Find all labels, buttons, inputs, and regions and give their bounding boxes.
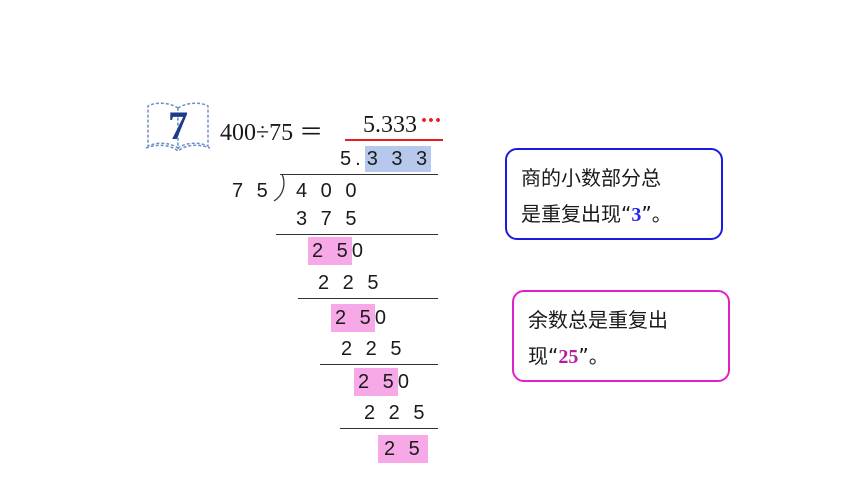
answer-underline (345, 139, 443, 141)
remainder-row-4: 2 5 (378, 435, 428, 463)
bring-down-digit-3: 0 (397, 371, 413, 393)
quotient-note-text: 是重复出现“ (521, 202, 632, 226)
remainder-note-line-2: 现“25”。 (528, 338, 714, 375)
answer-ellipsis: ··· (420, 108, 442, 134)
quotient-note-end: ”。 (641, 202, 672, 226)
quotient-repeating-decimals: 3 3 3 (364, 146, 432, 172)
divider-line-4 (340, 428, 438, 429)
subtract-row-2: 2 2 5 (318, 272, 383, 294)
open-book-icon (145, 102, 211, 152)
quotient-note-line-1: 商的小数部分总 (521, 166, 661, 190)
subtract-row-4: 2 2 5 (364, 402, 429, 424)
remainder-row-1: 2 50 (308, 237, 367, 265)
equation-expression: 400÷75 ＝ (220, 120, 324, 146)
remainder-note-highlight: 25 (558, 346, 579, 368)
remainder-note-text: 现“ (528, 344, 559, 368)
divider-line-3 (320, 364, 438, 365)
quotient-integer: 5. (340, 148, 365, 170)
remainder-highlight-2: 2 5 (331, 304, 375, 332)
remainder-note-end: ”。 (578, 344, 609, 368)
remainder-row-3: 2 50 (354, 368, 413, 396)
quotient-note-line-2: 是重复出现“3”。 (521, 196, 707, 233)
subtract-row-1: 3 7 5 (296, 208, 361, 230)
remainder-highlight-3: 2 5 (354, 368, 398, 396)
quotient-note-highlight: 3 (631, 204, 642, 226)
bring-down-digit-1: 0 (351, 240, 367, 262)
dividend: 4 0 0 (296, 180, 361, 202)
divider-line-2 (298, 298, 438, 299)
remainder-note-line-1: 余数总是重复出 (528, 308, 668, 332)
divider-line-1 (276, 234, 438, 235)
remainder-highlight-4: 2 5 (378, 435, 428, 463)
quotient-bar (280, 174, 438, 175)
remainder-row-2: 2 50 (331, 304, 390, 332)
division-bracket (273, 173, 285, 202)
example-number: 7 (168, 103, 188, 148)
subtract-row-3: 2 2 5 (341, 338, 406, 360)
remainder-highlight-1: 2 5 (308, 237, 352, 265)
divisor: 7 5 (232, 180, 272, 202)
equation-answer: 5.333 (363, 112, 417, 138)
quotient: 5.3 3 3 (340, 146, 432, 172)
remainder-note-box: 余数总是重复出 现“25”。 (512, 290, 730, 382)
bring-down-digit-2: 0 (374, 307, 390, 329)
quotient-note-box: 商的小数部分总 是重复出现“3”。 (505, 148, 723, 240)
